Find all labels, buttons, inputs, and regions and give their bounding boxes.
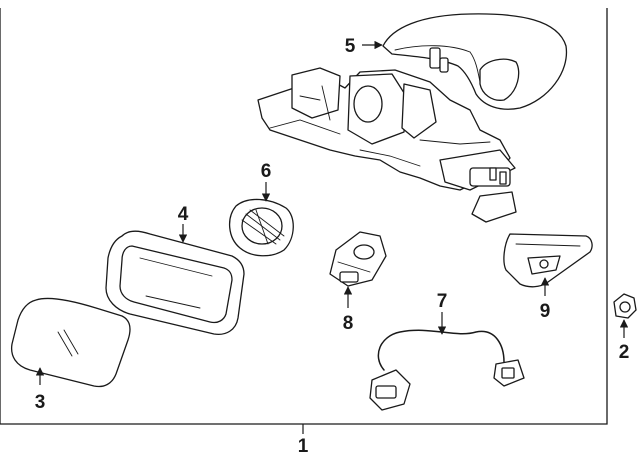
mirror-base-assembly: [257, 67, 517, 223]
mirror-housing-frame-part-4: [105, 230, 245, 336]
callout-7: 7: [437, 291, 448, 312]
turn-signal-part-9: [503, 233, 593, 288]
callout-2: 2: [619, 342, 630, 363]
callout-numbers: 5 4 6 3 8 7 9 2 1: [35, 36, 630, 457]
wire-harness-part-7: [369, 329, 525, 411]
leader-lines: [35, 40, 629, 434]
mirror-cover-part-5: [382, 13, 568, 110]
callout-6: 6: [261, 161, 272, 182]
callout-3: 3: [35, 392, 46, 413]
callout-9: 9: [540, 301, 551, 322]
puddle-lamp-part-8: [329, 231, 387, 287]
callout-5: 5: [345, 36, 356, 57]
callout-1: 1: [298, 436, 309, 457]
actuator-motor-part-6: [229, 198, 294, 257]
mirror-glass-part-3: [10, 297, 131, 388]
callout-4: 4: [178, 204, 189, 225]
callout-8: 8: [343, 313, 354, 334]
nut-part-2: [613, 293, 637, 319]
